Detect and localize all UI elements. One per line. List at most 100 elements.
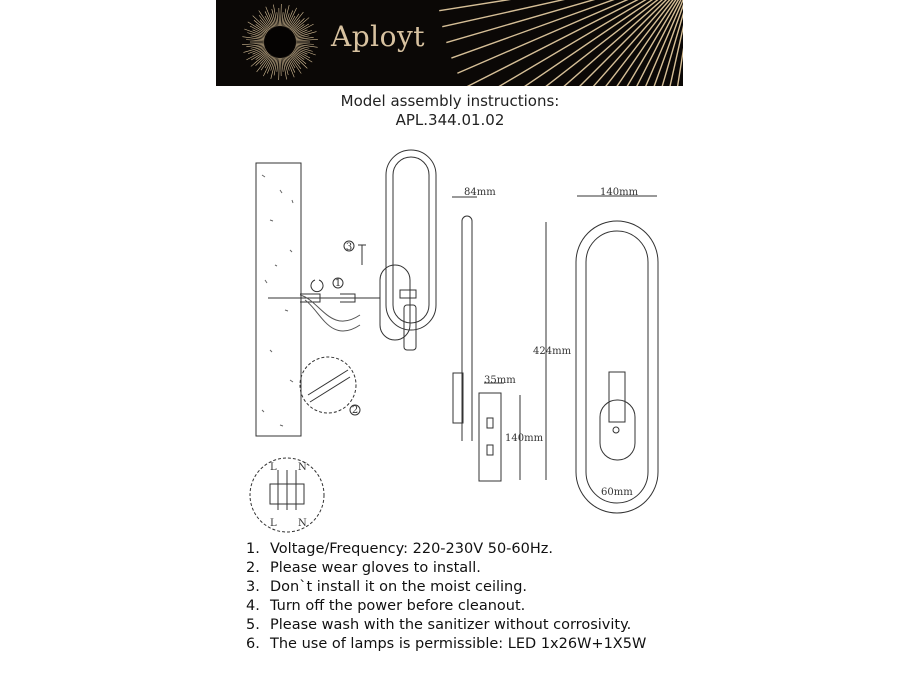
list-item: 4.Turn off the power before cleanout.	[246, 597, 646, 616]
sun-ray	[258, 10, 272, 29]
sun-ray	[259, 53, 270, 65]
step-2-label: 2	[352, 405, 358, 416]
sun-ray	[293, 49, 311, 59]
brand-banner: Aployt	[216, 0, 683, 86]
sun-ray	[288, 55, 302, 74]
list-item: 1.Voltage/Frequency: 220-230V 50-60Hz.	[246, 540, 646, 559]
sun-ray	[283, 57, 289, 76]
step-1-label: 1	[335, 278, 341, 289]
sun-ray	[273, 57, 278, 76]
sun-ray	[280, 57, 282, 76]
corner-ray	[524, 0, 654, 86]
step-3-label: 3	[346, 242, 352, 253]
sun-ray	[286, 56, 296, 73]
dim-depth: 84mm	[464, 187, 496, 198]
sun-ray	[270, 13, 276, 27]
sun-ray	[265, 6, 275, 28]
wire-detail-circle	[299, 356, 357, 414]
sun-ray	[259, 19, 270, 31]
dim-base-height: 140mm	[505, 433, 544, 444]
sun-ray	[295, 39, 318, 42]
sun-ray	[295, 31, 317, 38]
sun-ray	[270, 57, 277, 79]
note-number: 2.	[246, 560, 260, 576]
terminal-block-circle	[249, 457, 325, 533]
sun-ray	[283, 5, 290, 27]
sun-ray	[263, 56, 274, 77]
note-text: Don`t install it on the moist ceiling.	[270, 579, 528, 595]
sun-ray	[289, 11, 304, 30]
sun-ray	[256, 54, 271, 73]
sun-ray	[258, 15, 271, 30]
corner-ray	[592, 0, 671, 86]
sun-ray	[294, 30, 313, 37]
sun-ray	[286, 7, 297, 28]
sun-ray	[242, 36, 265, 41]
sun-ray	[278, 8, 280, 27]
sun-ray	[287, 55, 296, 69]
sun-ray	[250, 35, 265, 39]
note-number: 1.	[246, 541, 260, 557]
sun-ray	[295, 45, 310, 49]
corner-ray	[442, 0, 565, 28]
corner-ray	[653, 4, 683, 86]
sun-ray	[264, 11, 274, 28]
sun-ray	[276, 12, 279, 27]
sun-ray	[250, 45, 265, 49]
note-text: Please wash with the sanitizer without c…	[270, 617, 632, 633]
brand-logo-text: Aployt	[331, 20, 426, 53]
sun-ray	[295, 35, 310, 39]
corner-ray	[451, 0, 615, 59]
corner-ray	[616, 0, 677, 86]
sun-ray	[295, 43, 318, 48]
sun-ray	[292, 52, 307, 65]
sun-ray	[284, 57, 290, 71]
sun-ray	[246, 49, 267, 61]
sun-ray	[294, 48, 308, 55]
corner-ray	[636, 0, 682, 86]
sun-ray	[292, 51, 305, 60]
document-title: Model assembly instructions:	[340, 92, 560, 110]
note-number: 4.	[246, 598, 260, 614]
sun-ray	[284, 13, 290, 27]
sun-ray	[247, 21, 267, 34]
sun-ray	[281, 57, 284, 72]
terminal-l-bottom: L	[270, 518, 277, 529]
assembly-diagram: 3 1 2 L N L N 84mm 140mm 424mm 35mm 140m…	[249, 149, 659, 533]
list-item: 5.Please wash with the sanitizer without…	[246, 616, 646, 635]
sun-ray	[246, 43, 265, 48]
sun-ray	[247, 47, 266, 54]
corner-ray	[579, 0, 667, 86]
list-item: 3.Don`t install it on the moist ceiling.	[246, 578, 646, 597]
sun-ray	[252, 29, 266, 36]
corner-ray	[626, 0, 680, 86]
sun-ray	[270, 57, 276, 71]
sun-ray	[280, 4, 282, 27]
list-item: 2. Please wear gloves to install.	[246, 559, 646, 578]
sun-ray	[255, 24, 268, 33]
terminal-n-bottom: N	[298, 518, 307, 529]
instruction-notes: 1.Voltage/Frequency: 220-230V 50-60Hz. 2…	[246, 540, 646, 654]
sun-ray	[271, 8, 277, 27]
sun-ray	[264, 55, 273, 69]
sun-ray	[278, 57, 280, 80]
corner-ray	[439, 0, 512, 12]
sun-ray	[249, 25, 267, 35]
sun-ray	[244, 28, 266, 37]
sun-ray	[252, 15, 269, 32]
lamp-ring	[385, 149, 437, 331]
step-3-marker	[343, 240, 355, 252]
note-text: Please wear gloves to install.	[270, 560, 481, 576]
terminal-l-top: L	[270, 462, 277, 473]
sun-ray	[295, 42, 314, 45]
corner-ray	[457, 0, 629, 74]
corner-ray	[563, 0, 664, 86]
sun-ray	[292, 24, 305, 33]
front-view-ring	[575, 220, 659, 514]
sun-ray	[290, 53, 301, 65]
corner-ray	[466, 0, 639, 86]
dim-base-width: 60mm	[601, 487, 633, 498]
corner-ray	[446, 0, 596, 44]
dim-height: 424mm	[533, 346, 572, 357]
sun-ray	[293, 23, 314, 35]
